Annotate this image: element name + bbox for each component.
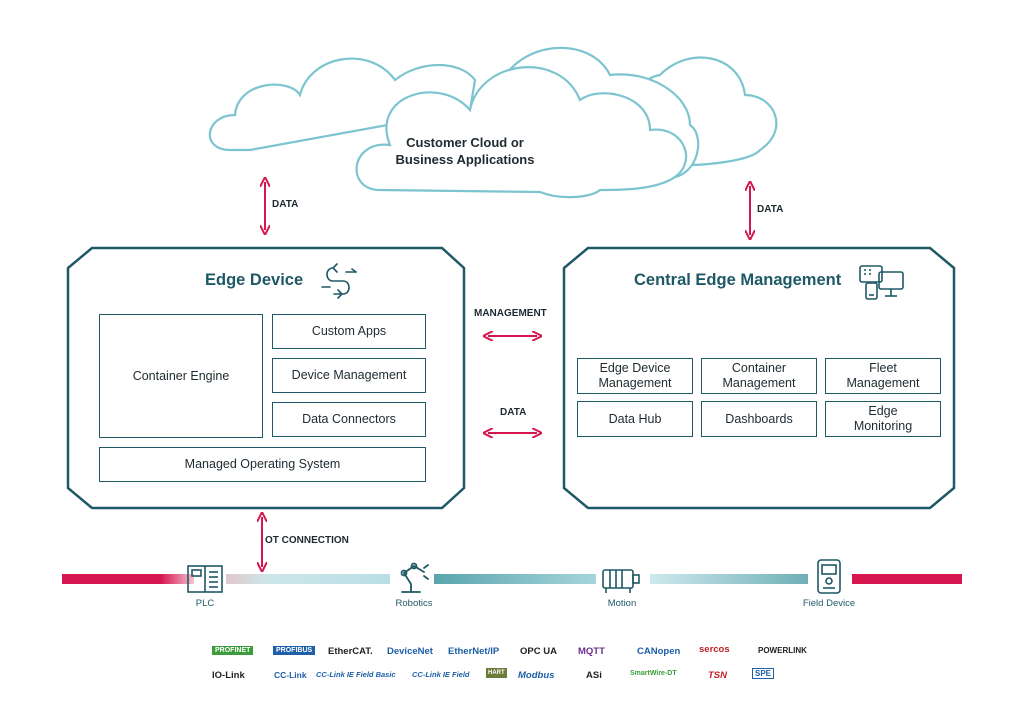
data-hub-box: Data Hub <box>577 401 693 437</box>
protocol-logo-cclink-ie-field: CC-Link IE Field <box>412 670 470 679</box>
box-line2: Management <box>598 376 672 390</box>
edge-device-management-box: Edge Device Management <box>577 358 693 394</box>
protocol-logo-sercos: sercos <box>699 644 730 655</box>
ot-connection-label: OT CONNECTION <box>265 535 349 546</box>
plc-label: PLC <box>195 598 215 609</box>
box-line1: Dashboards <box>725 411 793 426</box>
cloud-label: Customer Cloud or Business Applications <box>380 134 550 168</box>
protocol-logo-profinet: PROFINET <box>212 646 254 655</box>
dashboards-box: Dashboards <box>701 401 817 437</box>
bus-segment-3 <box>650 574 808 584</box>
protocol-logo-modbus: Modbus <box>518 670 555 681</box>
robotics-label: Robotics <box>395 598 433 609</box>
managed-os-box: Managed Operating System <box>99 447 426 482</box>
protocol-logo-tsn: TSN <box>708 670 727 681</box>
cloud-shape <box>208 46 778 199</box>
bus-segment-right <box>852 574 962 584</box>
data-connectors-box: Data Connectors <box>272 402 426 437</box>
box-line1: Fleet <box>869 361 897 375</box>
box-line1: Edge Device <box>599 361 671 375</box>
fleet-management-box: Fleet Management <box>825 358 941 394</box>
protocol-logo-cclink-ie-basic: CC-Link IE Field Basic <box>316 670 396 679</box>
protocol-logo-powerlink: POWERLINK <box>758 646 807 655</box>
container-engine-box: Container Engine <box>99 314 263 438</box>
field-device-icon <box>817 559 841 594</box>
container-management-box: Container Management <box>701 358 817 394</box>
protocol-logo-smartwire: SmartWire-DT <box>630 670 677 677</box>
box-line2: Management <box>722 376 796 390</box>
protocol-logo-spe: SPE <box>752 668 775 679</box>
bus-segment-2 <box>434 574 596 584</box>
box-line1: Data Hub <box>608 411 662 426</box>
box-line1: Container <box>731 361 787 375</box>
plc-icon <box>187 565 223 593</box>
cloud-label-line1: Customer Cloud or <box>406 135 524 150</box>
device-management-box: Device Management <box>272 358 426 393</box>
field-device-label: Field Device <box>802 598 856 609</box>
box-line1: Edge <box>868 404 898 418</box>
edge-monitoring-box: Edge Monitoring <box>825 401 941 437</box>
central-edge-management-title: Central Edge Management <box>634 271 842 289</box>
edge-device-panel-shape <box>66 246 466 510</box>
custom-apps-box: Custom Apps <box>272 314 426 349</box>
protocol-logo-asi: ASi <box>586 670 602 681</box>
box-line2: Monitoring <box>853 419 913 433</box>
management-dashboard-icon <box>859 265 904 300</box>
protocol-logo-cclink: CC-Link <box>274 670 307 680</box>
bus-segment-1 <box>226 574 390 584</box>
protocol-logo-hart: HART <box>486 668 507 678</box>
protocol-logo-opcua: OPC UA <box>520 646 557 657</box>
cloud-label-line2: Business Applications <box>395 152 535 167</box>
data-label-right: DATA <box>757 204 784 215</box>
bus-segment-left <box>62 574 194 584</box>
data-label-middle: DATA <box>500 407 527 418</box>
protocol-logo-devicenet: DeviceNet <box>387 646 433 657</box>
protocol-logo-iolink: IO-Link <box>212 670 245 681</box>
protocol-logo-ethernetip: EtherNet/IP <box>448 646 500 657</box>
management-label: MANAGEMENT <box>474 308 547 319</box>
data-label-left: DATA <box>272 199 299 210</box>
protocol-logo-ethercat: EtherCAT. <box>328 646 373 657</box>
box-line2: Management <box>846 376 920 390</box>
protocol-logo-profibus: PROFIBUS <box>273 646 316 655</box>
robot-arm-icon <box>400 562 429 593</box>
protocol-logo-mqtt: MQTT <box>578 646 605 657</box>
motion-label: Motion <box>607 598 637 609</box>
motor-icon <box>602 569 640 593</box>
edge-device-title: Edge Device <box>205 271 304 289</box>
protocol-logo-canopen: CANopen <box>637 646 681 657</box>
edge-device-icon <box>321 263 357 299</box>
